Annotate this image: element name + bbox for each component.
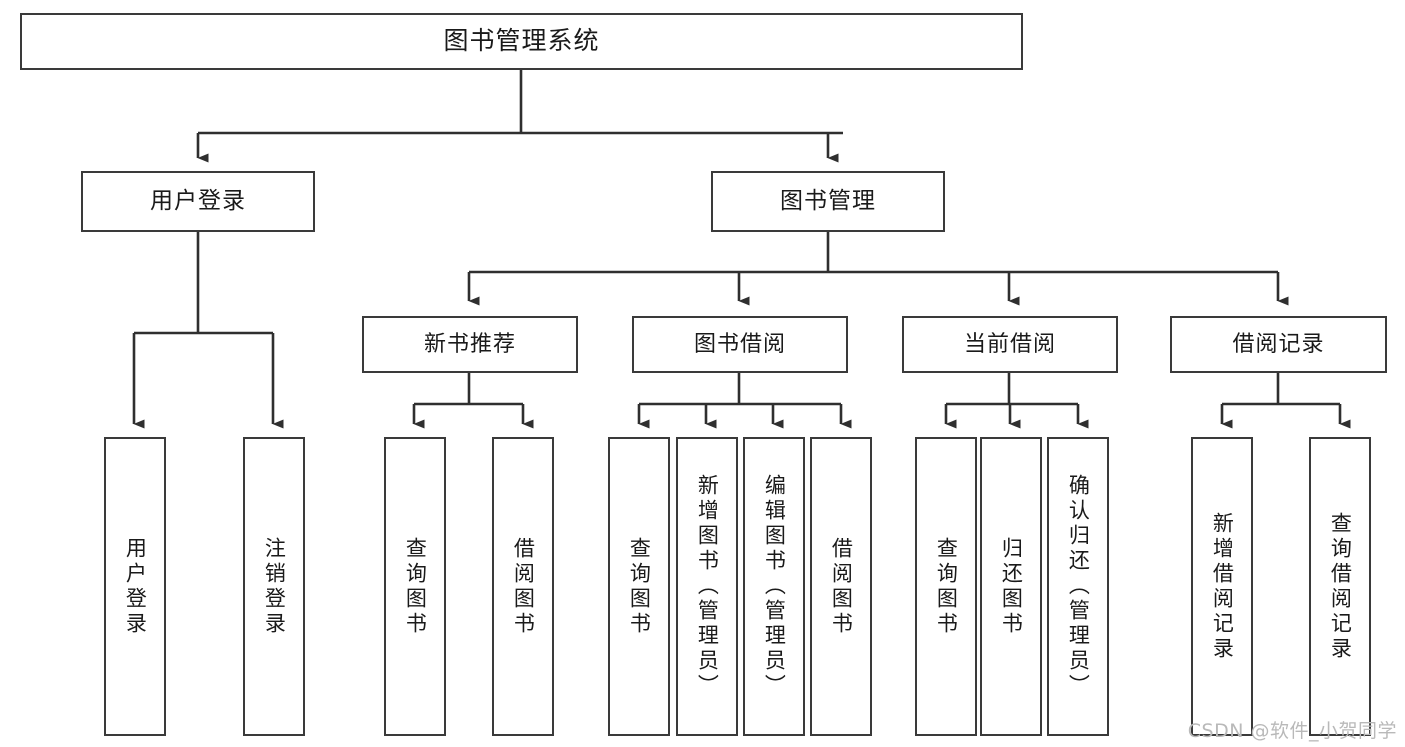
connector-group-root (196, 70, 843, 163)
leaf-query-borrow-record-label: 查询借阅记录 (1328, 511, 1353, 662)
node-root-label: 图书管理系统 (443, 26, 600, 56)
leaf-confirm-return-admin[interactable]: 确认归还（管理员） (1047, 437, 1109, 736)
leaf-query-book-recommend[interactable]: 查询图书 (384, 437, 446, 736)
leaf-borrow-book-borrow[interactable]: 借阅图书 (810, 437, 872, 736)
leaf-user-login[interactable]: 用户登录 (104, 437, 166, 736)
leaf-query-book-borrow[interactable]: 查询图书 (608, 437, 670, 736)
leaf-logout-login-label: 注销登录 (262, 536, 287, 637)
connector-group-book-manage (467, 232, 1289, 306)
node-borrow-record-label: 借阅记录 (1232, 331, 1325, 357)
node-book-borrow[interactable]: 图书借阅 (632, 316, 848, 373)
node-book-manage[interactable]: 图书管理 (711, 171, 945, 232)
node-root-book-management-system[interactable]: 图书管理系统 (20, 13, 1023, 70)
leaf-query-book-current-label: 查询图书 (934, 536, 959, 637)
node-book-borrow-label: 图书借阅 (693, 331, 786, 357)
connector-group-new-book-recommend (412, 373, 534, 429)
leaf-borrow-book-recommend[interactable]: 借阅图书 (492, 437, 554, 736)
connector-group-user-login (132, 232, 284, 429)
leaf-add-book-admin-label: 新增图书（管理员） (695, 474, 720, 699)
node-borrow-record[interactable]: 借阅记录 (1170, 316, 1387, 373)
leaf-logout-login[interactable]: 注销登录 (243, 437, 305, 736)
leaf-add-borrow-record[interactable]: 新增借阅记录 (1191, 437, 1253, 736)
leaf-return-book-label: 归还图书 (999, 536, 1024, 637)
node-user-login-label: 用户登录 (150, 188, 246, 215)
leaf-query-book-recommend-label: 查询图书 (403, 536, 428, 637)
node-new-book-recommend-label: 新书推荐 (423, 331, 516, 357)
connector-group-current-borrow (944, 373, 1089, 429)
connector-group-book-borrow (637, 373, 852, 429)
leaf-add-book-admin[interactable]: 新增图书（管理员） (676, 437, 738, 736)
node-user-login[interactable]: 用户登录 (81, 171, 315, 232)
leaf-query-book-current[interactable]: 查询图书 (915, 437, 977, 736)
leaf-query-borrow-record[interactable]: 查询借阅记录 (1309, 437, 1371, 736)
leaf-query-book-borrow-label: 查询图书 (627, 536, 652, 637)
leaf-edit-book-admin[interactable]: 编辑图书（管理员） (743, 437, 805, 736)
leaf-borrow-book-borrow-label: 借阅图书 (829, 536, 854, 637)
node-book-manage-label: 图书管理 (780, 188, 876, 215)
leaf-return-book[interactable]: 归还图书 (980, 437, 1042, 736)
node-current-borrow-label: 当前借阅 (963, 331, 1056, 357)
leaf-confirm-return-admin-label: 确认归还（管理员） (1066, 474, 1091, 699)
node-new-book-recommend[interactable]: 新书推荐 (362, 316, 578, 373)
connector-group-borrow-record (1220, 373, 1351, 429)
leaf-borrow-book-recommend-label: 借阅图书 (511, 536, 536, 637)
node-current-borrow[interactable]: 当前借阅 (902, 316, 1118, 373)
leaf-edit-book-admin-label: 编辑图书（管理员） (762, 474, 787, 699)
leaf-add-borrow-record-label: 新增借阅记录 (1210, 511, 1235, 662)
leaf-user-login-label: 用户登录 (123, 536, 148, 637)
